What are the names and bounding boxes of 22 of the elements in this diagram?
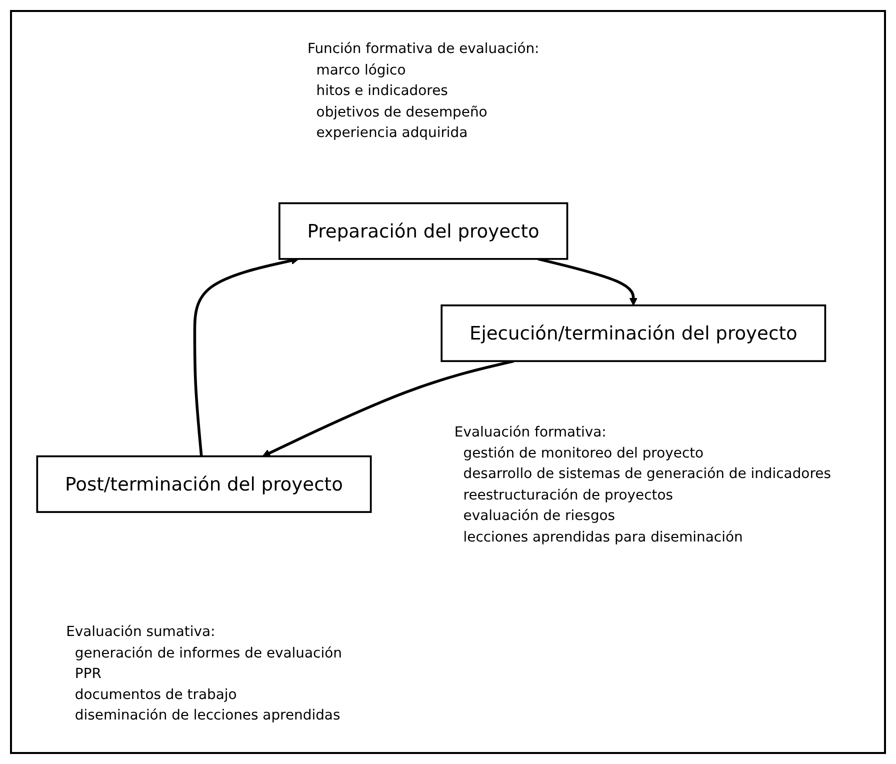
node-label: diseminación de lecciones aprendidas (74, 706, 340, 724)
node-label: gestión de monitoreo del proyecto (463, 444, 704, 461)
arrow (262, 360, 514, 457)
node-label: hitos e indicadores (316, 82, 448, 99)
node-label: desarrollo de sistemas de generación de indicadores (463, 465, 831, 482)
node-label: Evaluación sumativa: (66, 623, 216, 640)
arrow (538, 258, 638, 306)
node-label: Evaluación formativa: (454, 423, 606, 440)
node-label: lecciones aprendidas para diseminación (463, 528, 743, 545)
node-label: PPR (74, 664, 102, 682)
node-box (36, 455, 372, 513)
node-label: experiencia adquirida (316, 124, 468, 141)
node-label: objetivos de desempeño (316, 102, 488, 120)
node-label: generación de informes de evaluación (74, 644, 342, 661)
node-box (440, 304, 826, 362)
node-label: documentos de trabajo (74, 686, 237, 702)
node-box (278, 202, 568, 260)
node-label: reestructuración de proyectos (463, 486, 673, 503)
node-label: Función formativa de evaluación: (307, 40, 540, 57)
diagram-frame: Función formativa de evaluación: marco lógico hitos e indicadores objetivos de desempeño experiencia adquirida Preparación del proyecto Ejecución/terminación del proyecto Evaluación formativa: gestión de monitoreo del proyecto desarrollo de sistemas de generación de indicadores reestructuración de proyectos evaluación de riesgos lecciones aprendidas para diseminación Post/terminación del proyecto Evaluación sumativa: generación de informes de evaluación PPR documentos de trabajo diseminación de lecciones aprendidas (10, 10, 886, 754)
node-label: evaluación de riesgos (463, 506, 616, 524)
node-label: marco lógico (316, 61, 406, 78)
